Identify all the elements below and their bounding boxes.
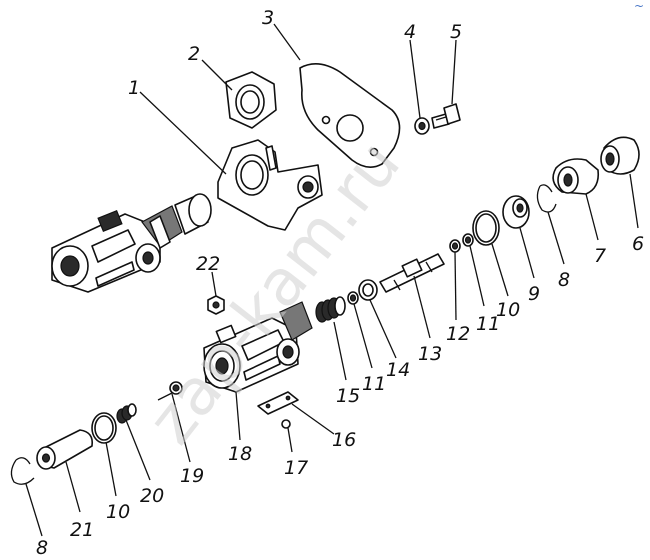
callout-5: 5 (450, 21, 462, 43)
small-ring-part-11-lower (347, 291, 359, 305)
leader-10b (105, 441, 117, 497)
leader-14 (369, 299, 397, 359)
cap-part-6 (600, 136, 640, 175)
small-spring-part-20 (116, 403, 137, 424)
leader-8a (547, 211, 565, 265)
leader-18 (235, 391, 241, 441)
leader-21 (65, 461, 81, 513)
callout-10a: 10 (496, 299, 520, 321)
leader-15 (333, 321, 347, 381)
callout-14: 14 (386, 359, 410, 381)
leader-11b (353, 303, 373, 369)
callout-15: 15 (336, 385, 360, 407)
callout-1: 1 (128, 77, 140, 99)
leader-8b (25, 483, 43, 537)
leader-17 (287, 427, 293, 453)
washer-part-4 (414, 117, 430, 135)
leader-9 (519, 227, 535, 279)
callout-16: 16 (332, 429, 356, 451)
callout-2: 2 (188, 43, 200, 65)
leader-12 (454, 251, 457, 321)
callout-10b: 10 (106, 501, 130, 523)
plate-part-3 (299, 63, 401, 168)
screw-part-19 (157, 381, 183, 401)
plate-part-16 (257, 391, 299, 415)
callout-19: 19 (180, 465, 204, 487)
valve-body-part-18 (203, 301, 313, 393)
pin-part-17 (281, 419, 291, 429)
leader-20 (125, 419, 151, 481)
washer-part-14 (358, 279, 378, 301)
callout-18: 18 (228, 443, 252, 465)
o-ring-part-10-lower (91, 412, 117, 444)
piston-part-21 (36, 429, 94, 470)
callout-13: 13 (418, 343, 442, 365)
leader-22 (211, 271, 217, 297)
callout-22: 22 (196, 253, 220, 275)
snap-ring-part-8-upper (536, 184, 557, 213)
leader-3 (273, 23, 301, 61)
leader-10a (491, 243, 509, 297)
callout-21: 21 (70, 519, 94, 541)
callout-11b: 11 (362, 373, 386, 395)
bracket-part-1 (217, 139, 323, 231)
boot-part-7 (552, 158, 600, 195)
spring-part-15 (315, 296, 346, 323)
leader-2 (201, 59, 233, 91)
leader-lines (25, 23, 639, 537)
small-ring-part-12 (449, 239, 461, 253)
callout-17: 17 (284, 457, 308, 479)
callout-12: 12 (446, 323, 470, 345)
leader-6 (629, 173, 639, 229)
assembled-valve-body-top (51, 193, 212, 293)
leader-1 (139, 91, 227, 175)
corner-mark: ~ (634, 0, 644, 13)
callout-8b: 8 (36, 537, 48, 559)
callout-8a: 8 (558, 269, 570, 291)
leader-4 (409, 39, 421, 119)
small-ring-part-11-upper (462, 233, 474, 247)
o-ring-part-10-upper (472, 210, 500, 246)
callout-20: 20 (140, 485, 164, 507)
snap-ring-part-8-lower (10, 457, 35, 485)
leader-7 (585, 193, 599, 241)
hex-nut-part-2 (225, 71, 277, 129)
callout-11a: 11 (476, 313, 500, 335)
callout-9: 9 (528, 283, 540, 305)
leader-19 (171, 393, 191, 463)
shaft-part-13 (379, 253, 445, 293)
callout-labels: 1 2 3 4 5 6 7 8 9 10 11 12 13 14 11 15 2… (36, 7, 644, 559)
callout-6: 6 (632, 233, 644, 255)
callout-3: 3 (262, 7, 274, 29)
leader-16 (291, 403, 335, 435)
nut-part-9 (502, 195, 530, 229)
callout-7: 7 (594, 245, 606, 267)
leader-13 (413, 275, 431, 339)
leader-11a (469, 245, 485, 307)
bolt-part-5 (431, 103, 461, 129)
leader-5 (451, 39, 457, 105)
callout-4: 4 (404, 21, 416, 43)
